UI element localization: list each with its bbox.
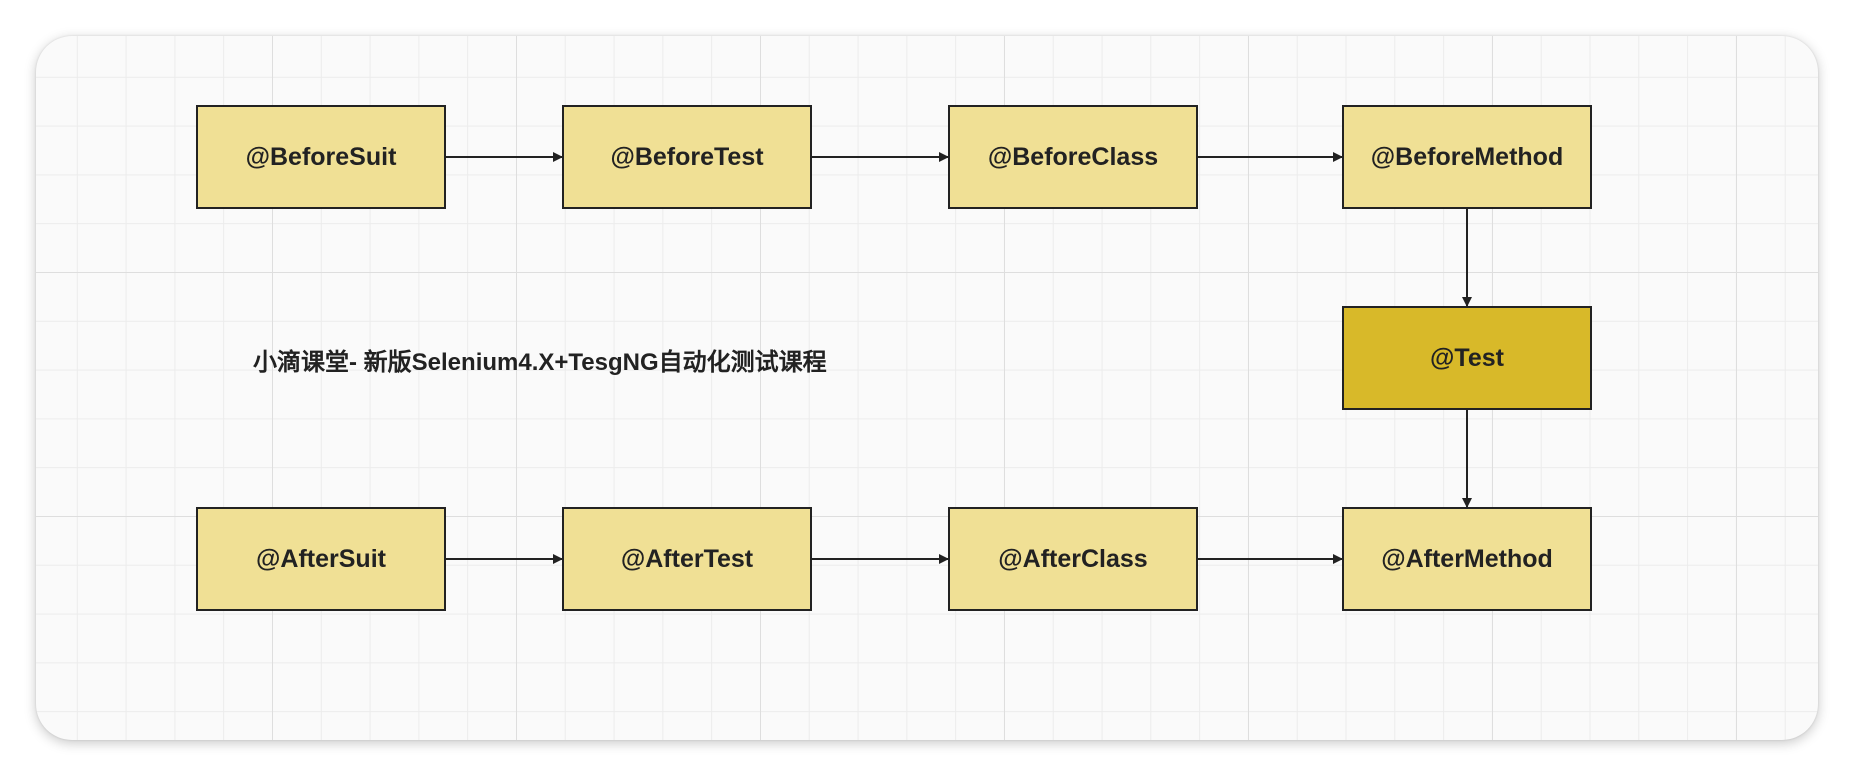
node-before-method[interactable]: @BeforeMethod: [1342, 105, 1592, 209]
node-before-test[interactable]: @BeforeTest: [562, 105, 812, 209]
node-after-test[interactable]: @AfterTest: [562, 507, 812, 611]
node-after-method[interactable]: @AfterMethod: [1342, 507, 1592, 611]
node-after-suit[interactable]: @AfterSuit: [196, 507, 446, 611]
node-before-suit[interactable]: @BeforeSuit: [196, 105, 446, 209]
node-after-class[interactable]: @AfterClass: [948, 507, 1198, 611]
node-before-class[interactable]: @BeforeClass: [948, 105, 1198, 209]
diagram-caption: 小滴课堂- 新版Selenium4.X+TesgNG自动化测试课程: [253, 349, 827, 376]
node-test[interactable]: @Test: [1342, 306, 1592, 410]
